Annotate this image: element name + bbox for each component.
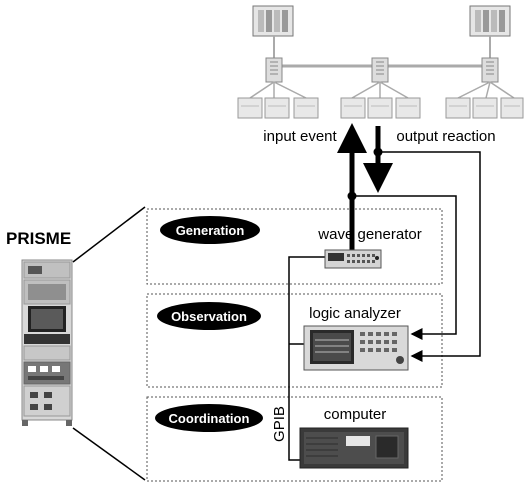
coordination-badge: Coordination bbox=[155, 404, 263, 432]
signal-wiring bbox=[288, 123, 481, 461]
prisme-cabinet bbox=[21, 259, 73, 426]
io-modules bbox=[237, 97, 524, 119]
generation-layer-box bbox=[146, 208, 443, 285]
controller-network: input event output reaction bbox=[237, 5, 524, 145]
generation-badge: Generation bbox=[160, 216, 260, 244]
logic-analyzer-device bbox=[303, 325, 409, 371]
output-reaction-label: output reaction bbox=[396, 128, 495, 145]
logic-analyzer-label: logic analyzer bbox=[309, 305, 401, 322]
observation-badge-label: Observation bbox=[171, 309, 247, 324]
observation-badge: Observation bbox=[157, 302, 261, 330]
coordination-layer-box bbox=[146, 396, 443, 482]
computer-label: computer bbox=[324, 406, 387, 423]
observation-layer-box bbox=[146, 293, 443, 388]
network-hub-left bbox=[265, 57, 283, 83]
network-hub-center bbox=[371, 57, 389, 83]
gpib-label: GPIB bbox=[271, 406, 288, 442]
zoom-line-top bbox=[72, 206, 146, 263]
coordination-badge-label: Coordination bbox=[169, 411, 250, 426]
computer-device bbox=[299, 427, 409, 469]
page-title: PRISME bbox=[6, 229, 71, 248]
network-hub-right bbox=[481, 57, 499, 83]
plc-rack-right bbox=[469, 5, 511, 37]
wave-generator-label: wave generator bbox=[317, 226, 421, 243]
wave-generator-device bbox=[324, 249, 382, 269]
generation-badge-label: Generation bbox=[176, 223, 245, 238]
plc-rack-left bbox=[252, 5, 294, 37]
zoom-line-bottom bbox=[72, 427, 146, 481]
input-event-label: input event bbox=[263, 128, 337, 145]
